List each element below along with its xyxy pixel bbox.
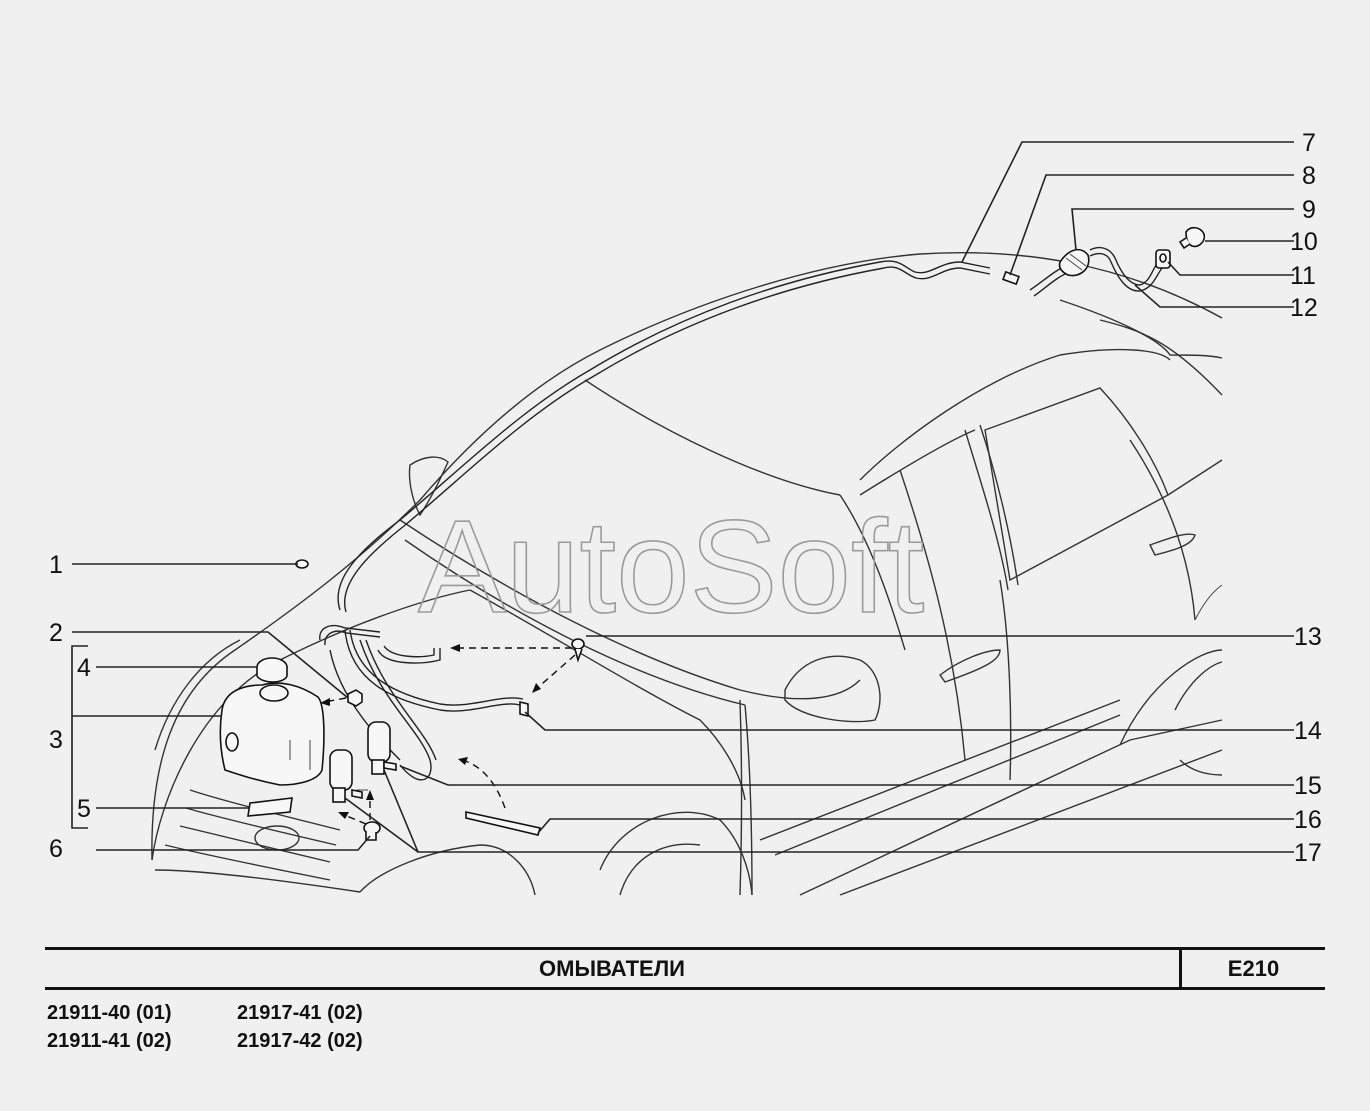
callout-10: 10 [1290, 228, 1318, 256]
callout-3: 3 [49, 726, 63, 754]
part-11-nozzle-seal [1155, 249, 1171, 269]
callout-4: 4 [77, 654, 91, 682]
section-code: E210 [1227, 956, 1280, 981]
watermark: AutoSoft [418, 493, 924, 640]
part-6-grommet [363, 821, 381, 841]
part-5-label [247, 797, 293, 817]
model-code: 21917-42 (02) [237, 1030, 363, 1052]
callout-1: 1 [49, 551, 63, 579]
callout-9: 9 [1302, 196, 1316, 224]
section-title: ОМЫВАТЕЛИ [539, 956, 685, 981]
callout-8: 8 [1302, 162, 1316, 190]
model-list: 21911-40 (01) 21917-41 (02) 21911-41 (02… [47, 1001, 427, 1053]
part-8-connector [1002, 270, 1020, 286]
callout-17: 17 [1294, 839, 1322, 867]
model-code: 21911-40 (01) [47, 1002, 172, 1024]
callout-14: 14 [1294, 717, 1322, 745]
callout-2: 2 [49, 619, 63, 647]
callout-11: 11 [1290, 262, 1316, 290]
exploded-parts-diagram: AutoSoft [49, 129, 1322, 896]
washer-hose-rear [337, 246, 1163, 613]
callout-16: 16 [1294, 806, 1322, 834]
part-16-cable-strap [465, 811, 542, 836]
part-10-rear-nozzle [1178, 226, 1206, 250]
part-3-washer-reservoir [219, 682, 325, 786]
leader-lines [71, 141, 1294, 853]
callout-5: 5 [77, 795, 91, 823]
title-divider [1179, 950, 1182, 987]
callout-6: 6 [49, 835, 63, 863]
title-block: ОМЫВАТЕЛИ E210 [45, 947, 1325, 990]
part-17-washer-pumps [329, 721, 397, 803]
car-body-outline [151, 252, 1223, 896]
model-code: 21911-41 (02) [47, 1030, 172, 1052]
part-9-grommet-boot [1058, 248, 1090, 277]
callout-13: 13 [1294, 623, 1322, 651]
callout-labels: 1 2 3 4 5 6 7 8 9 10 11 12 13 14 15 16 1… [49, 129, 1322, 867]
callout-15: 15 [1294, 772, 1322, 800]
part-4-reservoir-cap [256, 657, 288, 683]
model-code: 21917-41 (02) [237, 1002, 363, 1024]
callout-7: 7 [1302, 129, 1316, 157]
callout-12: 12 [1290, 294, 1318, 322]
part-2-nut [347, 689, 363, 707]
part-13-front-nozzle [571, 638, 585, 663]
washer-hose-front [319, 624, 526, 781]
